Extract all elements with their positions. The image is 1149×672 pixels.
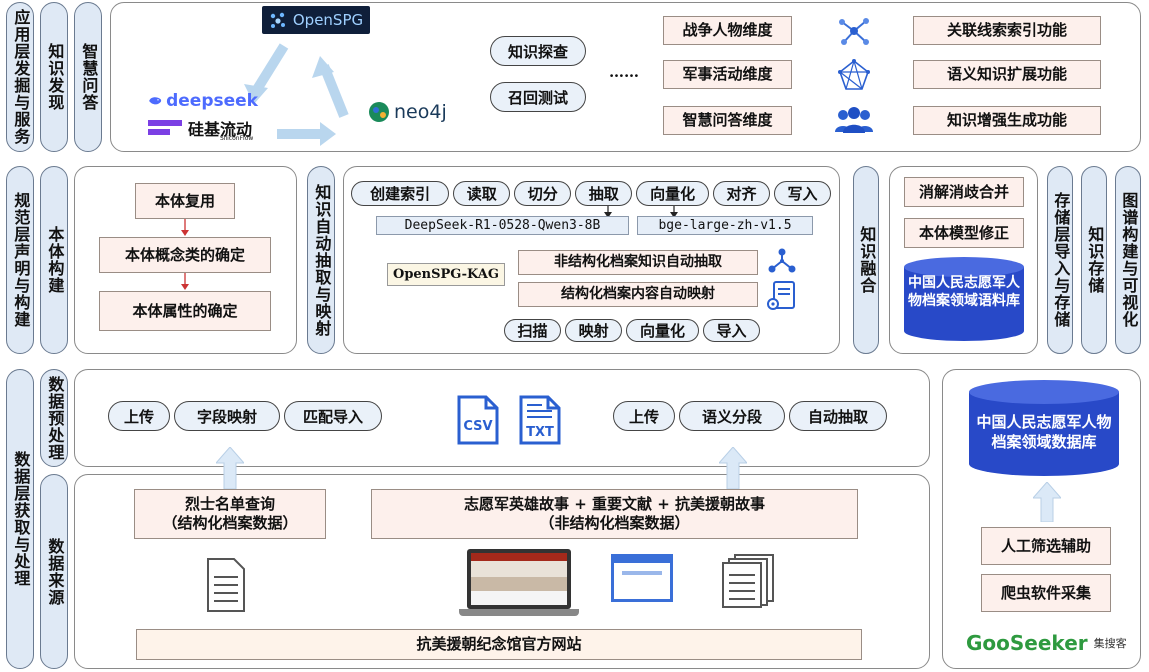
data-layer-label: 数据层获取与处理 xyxy=(6,369,34,669)
document-icon xyxy=(206,557,246,613)
step-scan[interactable]: 扫描 xyxy=(504,319,561,342)
step-read[interactable]: 读取 xyxy=(453,181,510,206)
gooseeker-cn-text: 集搜客 xyxy=(1094,635,1127,651)
smart-qa-label: 智慧问答 xyxy=(74,2,102,152)
upload-button[interactable]: 上传 xyxy=(108,401,170,431)
deepseek-text: deepseek xyxy=(166,91,258,111)
dimension-smart-qa: 智慧问答维度 xyxy=(663,106,792,135)
step-vectorize-2[interactable]: 向量化 xyxy=(626,319,699,342)
structured-source-title: 烈士名单查询 xyxy=(185,495,275,514)
ontology-build-label: 本体构建 xyxy=(40,166,68,354)
step-map[interactable]: 映射 xyxy=(565,319,622,342)
ontology-model-revise: 本体模型修正 xyxy=(904,218,1024,248)
openspg-logo: OpenSPG xyxy=(262,6,370,34)
document-stack-icon xyxy=(721,553,777,609)
auto-extract-button[interactable]: 自动抽取 xyxy=(789,401,887,431)
csv-file-icon: CSV xyxy=(456,394,500,446)
ontology-attribute: 本体属性的确定 xyxy=(99,291,271,331)
dimension-war-figures: 战争人物维度 xyxy=(663,16,792,45)
disambiguation-merge: 消解消歧合并 xyxy=(904,177,1024,207)
knowledge-fusion-label: 知识融合 xyxy=(853,166,879,354)
neo4j-text: neo4j xyxy=(394,101,447,123)
field-mapping-button[interactable]: 字段映射 xyxy=(174,401,280,431)
preprocess-label: 数据预处理 xyxy=(40,369,68,467)
structured-source: 烈士名单查询 （结构化档案数据） xyxy=(134,489,326,539)
upload-button-2[interactable]: 上传 xyxy=(613,401,675,431)
recall-test-button[interactable]: 召回测试 xyxy=(490,82,586,112)
txt-text: TXT xyxy=(518,422,562,442)
siliconflow-logo: 硅基流动 SiliconFlow xyxy=(148,116,258,144)
siliconflow-subtext: SiliconFlow xyxy=(220,135,253,142)
embed-model-label: bge-large-zh-v1.5 xyxy=(637,216,813,235)
step-import[interactable]: 导入 xyxy=(703,319,760,342)
knowledge-storage-label: 知识存储 xyxy=(1081,166,1107,354)
down-arrow-icon xyxy=(180,273,190,291)
step-write[interactable]: 写入 xyxy=(774,181,831,206)
siliconflow-icon xyxy=(148,120,182,136)
unstructured-source-subtitle: （非结构化档案数据） xyxy=(539,514,689,533)
openspg-kag-label: OpenSPG-KAG xyxy=(387,263,505,286)
gooseeker-logo: GooSeeker 集搜客 xyxy=(966,630,1130,656)
csv-text: CSV xyxy=(456,416,500,436)
ontology-concept: 本体概念类的确定 xyxy=(99,237,271,273)
whale-icon xyxy=(148,92,162,110)
down-arrow-icon xyxy=(180,219,190,237)
structured-auto-map: 结构化档案内容自动映射 xyxy=(518,282,758,307)
step-vectorize[interactable]: 向量化 xyxy=(636,181,709,206)
step-split[interactable]: 切分 xyxy=(514,181,571,206)
gooseeker-text: GooSeeker xyxy=(966,631,1088,655)
norm-layer-label: 规范层声明与构建 xyxy=(6,166,34,354)
app-layer-label: 应用层发掘与服务 xyxy=(6,2,34,152)
auto-extract-label: 知识自动抽取与映射 xyxy=(307,166,335,354)
neo4j-logo: neo4j xyxy=(368,98,458,126)
official-website-source: 抗美援朝纪念馆官方网站 xyxy=(136,629,862,660)
network-nodes-icon xyxy=(836,14,872,48)
neo4j-icon xyxy=(368,101,390,123)
knowledge-graph-icon xyxy=(836,58,872,92)
knowledge-discovery-label: 知识发现 xyxy=(40,2,68,152)
txt-file-icon: TXT xyxy=(518,394,562,446)
step-extract[interactable]: 抽取 xyxy=(575,181,632,206)
function-augmented-gen: 知识增强生成功能 xyxy=(913,106,1101,135)
explore-button[interactable]: 知识探查 xyxy=(490,36,586,66)
match-import-button[interactable]: 匹配导入 xyxy=(284,401,382,431)
semantic-split-button[interactable]: 语义分段 xyxy=(679,401,785,431)
unstructured-auto-extract: 非结构化档案知识自动抽取 xyxy=(518,250,758,275)
laptop-website-icon xyxy=(459,549,579,617)
openspg-icon xyxy=(269,11,287,29)
up-arrow-icon xyxy=(216,447,244,489)
manual-filter: 人工筛选辅助 xyxy=(981,527,1111,565)
share-nodes-icon xyxy=(766,247,798,275)
graph-visualization-label: 图谱构建与可视化 xyxy=(1115,166,1141,354)
people-group-icon xyxy=(834,106,874,136)
auto-steps: 扫描 映射 向量化 导入 xyxy=(504,319,760,342)
crawler-collect: 爬虫软件采集 xyxy=(981,574,1111,612)
document-location-icon xyxy=(766,280,798,314)
database-name: 中国人民志愿军人物档案领域数据库 xyxy=(972,413,1116,457)
browser-window-icon xyxy=(611,554,673,602)
dimension-military-activity: 军事活动维度 xyxy=(663,60,792,89)
storage-layer-label: 存储层导入与存储 xyxy=(1047,166,1073,354)
function-clue-index: 关联线索索引功能 xyxy=(913,16,1101,45)
llm-model-label: DeepSeek-R1-0528-Qwen3-8B xyxy=(376,216,629,235)
unstructured-preprocess-steps: 上传 语义分段 自动抽取 xyxy=(613,401,888,431)
corpus-database-name: 中国人民志愿军人物档案领域语料库 xyxy=(906,274,1022,334)
up-arrow-icon xyxy=(719,447,747,489)
structured-preprocess-steps: 上传 字段映射 匹配导入 xyxy=(108,401,388,431)
deepseek-logo: deepseek xyxy=(148,90,258,112)
unstructured-source-title: 志愿军英雄故事 + 重要文献 + 抗美援朝故事 xyxy=(464,495,765,514)
function-semantic-expand: 语义知识扩展功能 xyxy=(913,60,1101,89)
structured-source-subtitle: （结构化档案数据） xyxy=(162,514,297,533)
ellipsis: …… xyxy=(604,62,644,82)
data-source-label: 数据来源 xyxy=(40,474,68,669)
openspg-text: OpenSPG xyxy=(293,11,363,29)
pipeline-steps: 创建索引 读取 切分 抽取 向量化 对齐 写入 xyxy=(351,181,831,206)
up-arrow-icon xyxy=(1033,482,1061,522)
ontology-reuse: 本体复用 xyxy=(135,183,235,219)
unstructured-source: 志愿军英雄故事 + 重要文献 + 抗美援朝故事 （非结构化档案数据） xyxy=(371,489,858,539)
step-create-index[interactable]: 创建索引 xyxy=(351,181,449,206)
step-align[interactable]: 对齐 xyxy=(713,181,770,206)
